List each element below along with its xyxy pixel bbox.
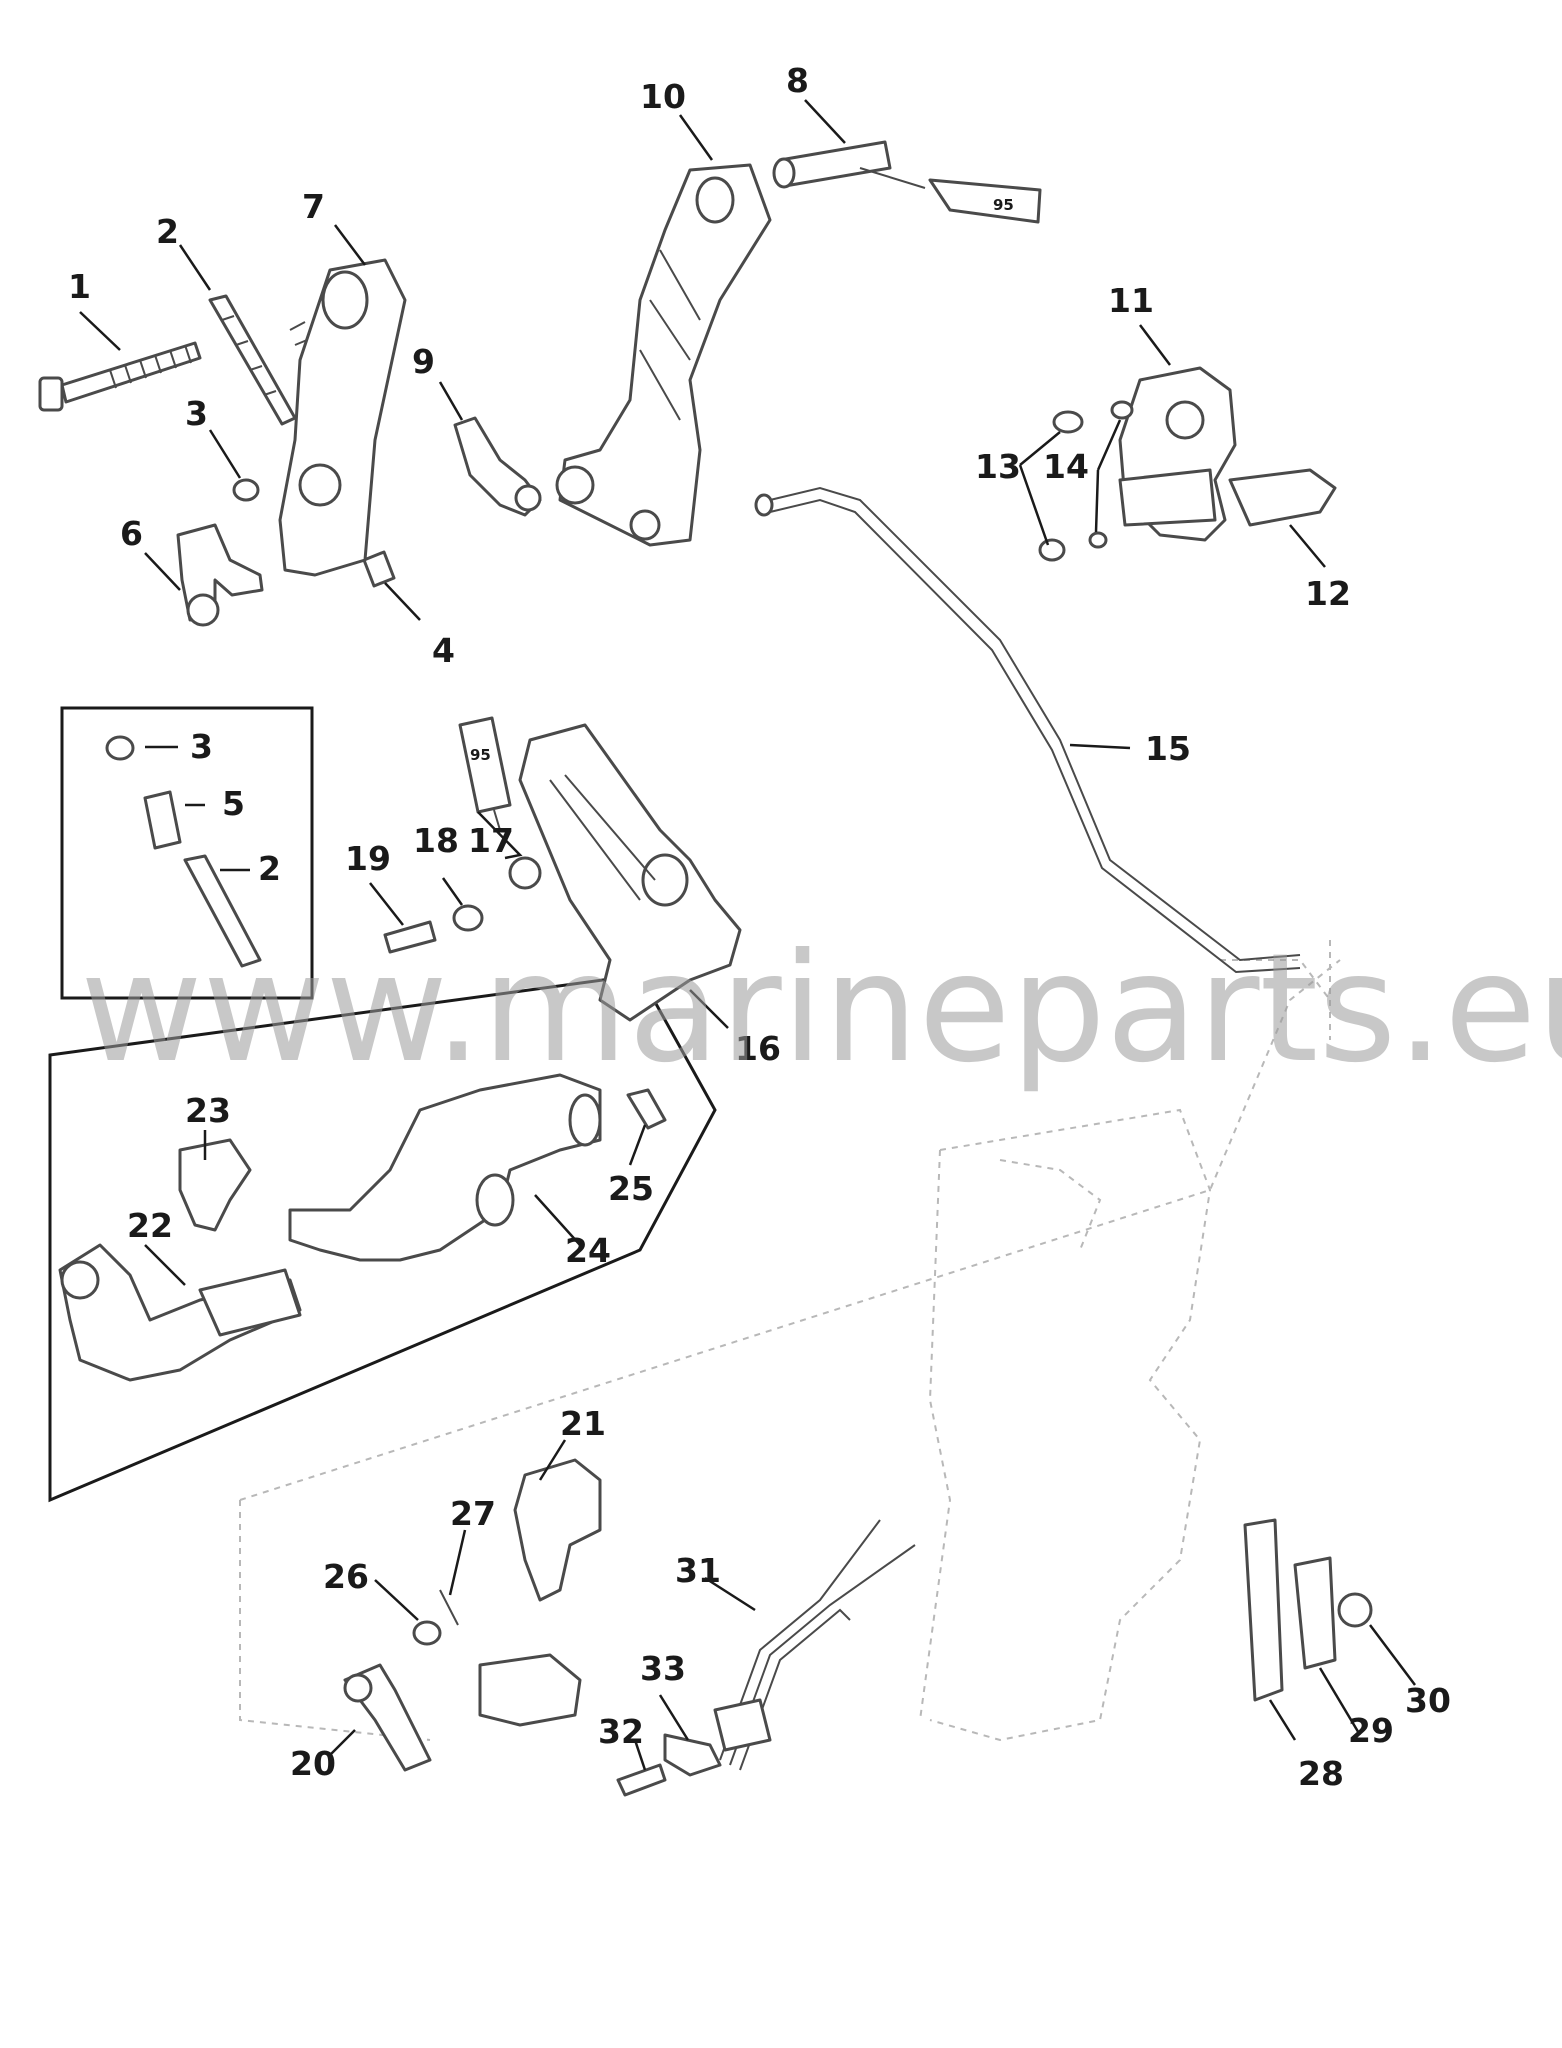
sealant-tag-top: 95 [993,196,1014,214]
callout-2: 2 [156,212,179,251]
part-19-bolt [383,920,437,954]
sealant-tube-middle: 95 [458,716,512,831]
part-13-screw [1038,410,1084,562]
part-10-bracket [555,163,772,547]
callout-24: 24 [565,1231,611,1270]
callout-10: 10 [640,77,686,116]
part-24-throttle-lever [288,1073,602,1262]
callout-21: 21 [560,1404,606,1443]
callout-32: 32 [598,1712,644,1751]
part-27-pin [439,1589,459,1626]
engine-block-outline [239,940,1341,1742]
callout-15: 15 [1145,729,1191,768]
part-15-link-rod [754,486,1301,974]
part-16-cam-plate [518,723,742,1022]
leader-lines [79,99,1416,1771]
inset-part-3-nut [105,735,135,761]
part-14-washer [1088,400,1134,549]
part-3-nut [232,478,260,502]
callout-22: 22 [127,1206,173,1245]
part-29-plate [1293,1556,1337,1670]
callout-16: 16 [735,1029,781,1068]
part-22-linkage-assembly [58,1243,302,1382]
callout-13: 13 [975,447,1021,486]
callout-12: 12 [1305,574,1351,613]
callout-31: 31 [675,1551,721,1590]
inset-box-pivot [60,706,314,1000]
callout-28: 28 [1298,1754,1344,1793]
part-30-nut [1337,1592,1373,1628]
part-18-washer [452,904,484,932]
callout-7: 7 [302,187,325,226]
part-7-throttle-arm [278,258,407,577]
part-6-link [176,523,264,627]
callout-inset-5: 5 [222,784,245,823]
part-23-clip [178,1138,252,1232]
callout-33: 33 [640,1649,686,1688]
part-33-clip [663,1733,722,1777]
callout-27: 27 [450,1494,496,1533]
sealant-tube-top: 95 [859,167,1042,224]
inset-part-2-rod [183,854,262,968]
part-12-plate [1228,468,1337,527]
callout-1: 1 [68,267,91,306]
part-26-washer [412,1620,442,1646]
callout-9: 9 [412,342,435,381]
part-8-pin [772,140,892,189]
callout-18: 18 [413,821,459,860]
part-9-linkage [453,416,542,517]
callout-14: 14 [1043,447,1089,486]
part-20-arm [343,1663,432,1772]
callout-23: 23 [185,1091,231,1130]
callout-29: 29 [1348,1711,1394,1750]
callout-26: 26 [323,1557,369,1596]
part-31-wire-harness [713,1519,916,1771]
part-32-screw [616,1763,667,1797]
callout-4: 4 [432,631,455,670]
callout-17: 17 [468,821,514,860]
part-28-plate [1243,1518,1284,1702]
callout-19: 19 [345,839,391,878]
callout-20: 20 [290,1744,336,1783]
callout-labels: 1 2 3 4 6 7 8 9 10 11 12 13 14 15 16 17 … [68,61,1451,1793]
part-25-screw [626,1088,667,1130]
callout-25: 25 [608,1169,654,1208]
watermark: www.marineparts.eu [80,922,1562,1096]
callout-11: 11 [1108,281,1154,320]
sealant-tag-middle: 95 [470,746,491,764]
callout-3: 3 [185,394,208,433]
part-2-rod [208,294,297,426]
callout-8: 8 [786,61,809,100]
callout-inset-2: 2 [258,849,281,888]
part-4-sleeve [362,550,396,588]
switch-body [478,1653,582,1727]
inset-part-5-bushing [143,790,182,850]
callout-30: 30 [1405,1681,1451,1720]
part-1-bolt [38,341,202,412]
part-11-throttle-housing [1118,366,1237,542]
part-17-pin [508,856,542,890]
inset-box-throttle-linkage [48,973,717,1503]
callout-inset-3: 3 [190,727,213,766]
callout-6: 6 [120,514,143,553]
part-21-bracket [513,1458,602,1602]
